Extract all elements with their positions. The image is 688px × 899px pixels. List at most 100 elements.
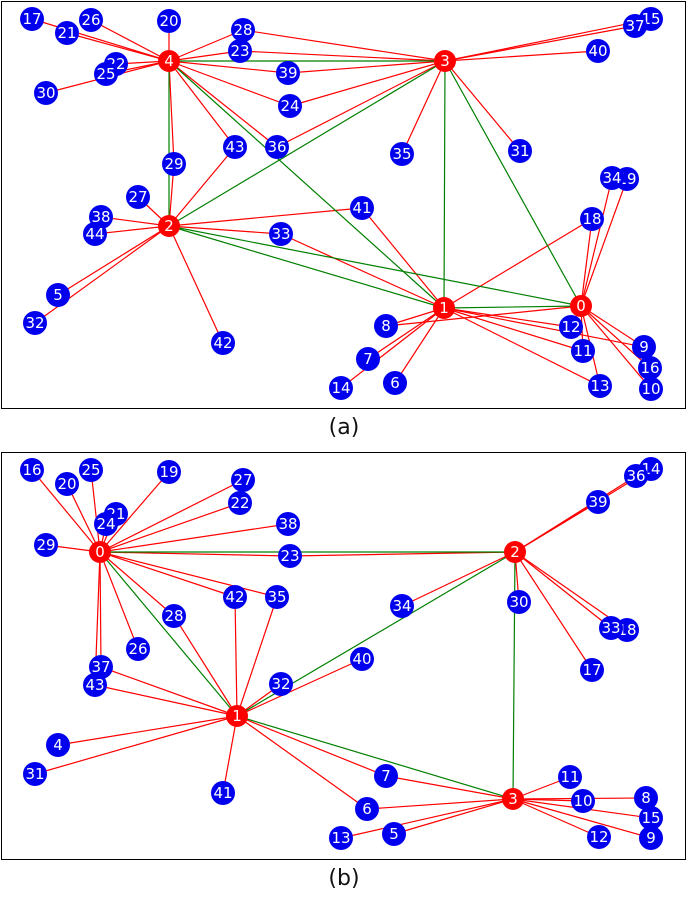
leaf-edge-2-23 [289,551,516,557]
node-label: 29 [164,155,183,173]
node-circle [580,658,604,682]
leaf-edge-3-36 [276,60,446,148]
node-26: 26 [126,637,150,661]
node-label: 38 [91,208,110,226]
node-circle [157,460,181,484]
node-label: 10 [641,380,660,398]
node-label: 35 [267,588,286,606]
panel-a-caption: (a) [328,415,360,440]
node-circle [638,356,662,380]
leaf-edge-2-17 [514,551,593,671]
leaf-edge-1-41 [361,207,445,309]
node-9: 9 [632,335,656,359]
node-25: 25 [79,458,103,482]
node-label: 2 [164,217,174,235]
node-circle [504,541,526,563]
leaf-edge-2-33 [514,551,612,629]
hub-edge-2-3 [168,60,446,227]
node-label: 41 [352,199,371,217]
node-20: 20 [55,472,79,496]
panel-b-caption: (b) [328,866,360,891]
leaf-edge-1-31 [34,715,238,775]
node-label: 13 [590,377,609,395]
node-circle [46,283,70,307]
node-circle [94,512,118,536]
hub-edge-2-3 [512,551,516,800]
node-27: 27 [231,468,255,492]
node-circle [34,81,58,105]
node-39: 39 [276,61,300,85]
leaf-edge-0-19 [99,471,170,553]
node-circle [639,806,663,830]
leaf-edge-0-34 [580,177,613,307]
node-label: 0 [95,543,105,561]
node-circle [383,371,407,395]
node-label: 26 [128,640,147,658]
leaf-edge-0-26 [99,551,139,650]
node-label: 7 [363,350,373,368]
node-circle [374,764,398,788]
node-39: 39 [586,490,610,514]
node-20: 20 [157,9,181,33]
leaf-edge-3-5 [393,798,514,835]
leaf-edge-2-34 [401,551,516,607]
leaf-edge-3-28 [242,29,446,62]
node-36: 36 [265,135,289,159]
node-label: 6 [362,800,372,818]
node-circle [433,297,455,319]
node-31: 31 [23,762,47,786]
panel-b-nodes: 0123456789101112131415161718192021222324… [20,457,663,850]
node-circle [162,604,186,628]
node-circle [356,347,380,371]
node-label: 30 [509,593,528,611]
leaf-edge-4-26 [90,19,170,62]
hub-edge-4-1 [168,60,445,309]
node-2: 2 [504,541,526,563]
node-label: 36 [267,138,286,156]
node-circle [558,765,582,789]
node-label: 1 [439,299,449,317]
node-label: 16 [22,461,41,479]
node-41: 41 [211,781,235,805]
node-circle [508,139,532,163]
node-4: 4 [158,50,180,72]
node-circle [434,50,456,72]
node-16: 16 [20,458,44,482]
node-label: 7 [381,767,391,785]
node-42: 42 [223,585,247,609]
node-30: 30 [34,81,58,105]
node-label: 34 [602,169,621,187]
leaf-edge-3-15 [444,18,652,62]
node-label: 24 [280,97,299,115]
leaf-edge-3-39 [287,60,446,74]
node-circle [570,295,592,317]
node-label: 44 [85,225,104,243]
node-label: 43 [225,138,244,156]
node-circle [269,672,293,696]
node-circle [265,135,289,159]
panel-a-edges [31,18,652,390]
leaf-edge-0-10 [580,305,652,390]
node-circle [390,594,414,618]
node-circle [586,490,610,514]
node-40: 40 [586,39,610,63]
leaf-edge-0-38 [99,523,289,553]
node-label: 29 [36,536,55,554]
node-26: 26 [79,8,103,32]
leaf-edge-2-43 [168,146,236,227]
node-label: 1 [232,707,242,725]
leaf-edge-1-41 [222,715,238,794]
leaf-edge-4-29 [168,60,175,165]
node-32: 32 [23,311,47,335]
leaf-edge-0-27 [99,479,244,553]
node-label: 31 [25,765,44,783]
node-circle [269,222,293,246]
node-circle [265,585,289,609]
node-2: 2 [158,215,180,237]
node-8: 8 [374,314,398,338]
node-43: 43 [83,673,107,697]
leaf-edge-2-33 [168,225,282,235]
leaf-edge-3-31 [444,60,521,152]
node-5: 5 [382,822,406,846]
